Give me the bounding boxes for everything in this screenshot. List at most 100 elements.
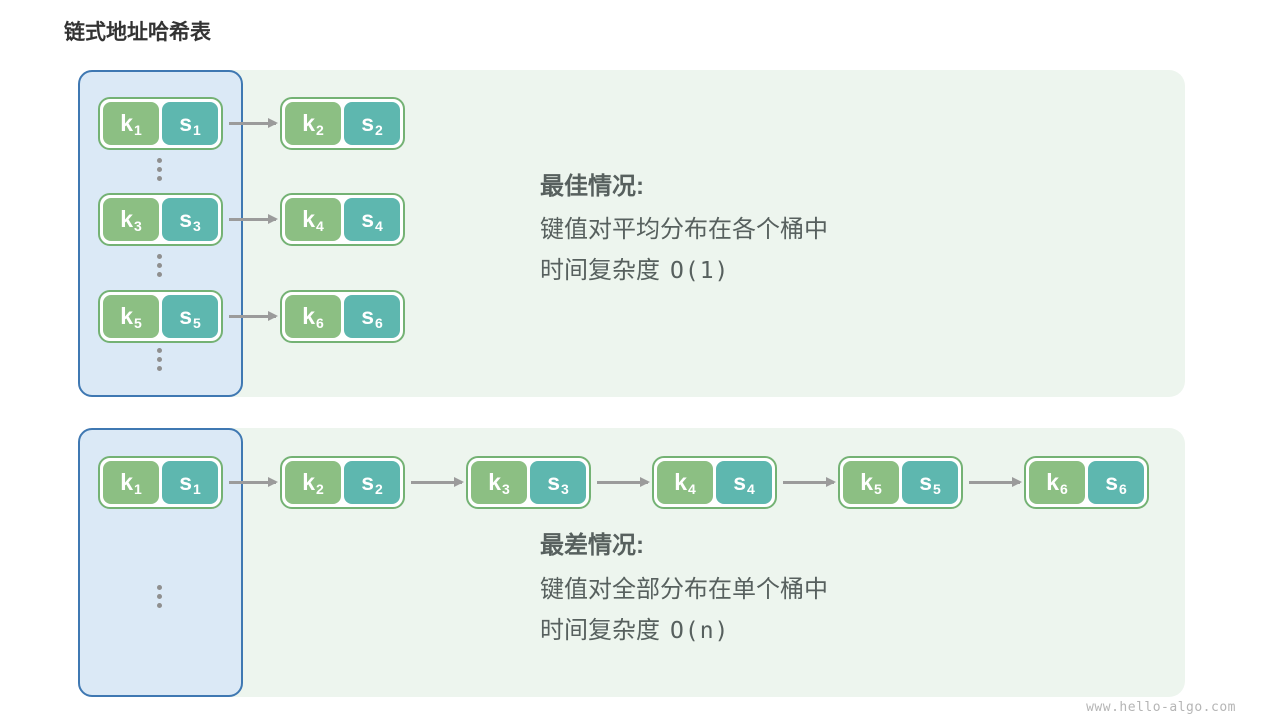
value-label: s [547, 469, 560, 495]
value-label: s [919, 469, 932, 495]
worst-case-heading: 最差情况: [540, 532, 644, 559]
complexity-value: O(n) [670, 618, 730, 644]
ellipsis-icon [157, 585, 162, 608]
complexity-label: 时间复杂度 [540, 617, 660, 644]
key-subscript: 3 [502, 480, 510, 497]
value-subscript: 4 [375, 217, 383, 234]
ellipsis-icon [157, 348, 162, 371]
worst-case-panel [78, 428, 1185, 697]
worst-case-line2: 时间复杂度 O(n) [540, 619, 729, 643]
key-label: k [1046, 469, 1059, 495]
arrow-icon [229, 218, 276, 221]
value-label: s [361, 303, 374, 329]
key-label: k [302, 110, 315, 136]
value-subscript: 3 [561, 480, 569, 497]
arrow-icon [411, 481, 462, 484]
key-subscript: 2 [316, 480, 324, 497]
key-subscript: 3 [134, 217, 142, 234]
value-subscript: 5 [933, 480, 941, 497]
value-subscript: 4 [747, 480, 755, 497]
value-label: s [361, 110, 374, 136]
complexity-value: O(1) [670, 258, 730, 284]
value-label: s [179, 206, 192, 232]
key-label: k [674, 469, 687, 495]
key-label: k [302, 469, 315, 495]
value-label: s [179, 303, 192, 329]
key-subscript: 6 [1060, 480, 1068, 497]
key-label: k [860, 469, 873, 495]
watermark: www.hello-algo.com [1086, 700, 1236, 715]
arrow-icon [969, 481, 1020, 484]
key-label: k [120, 469, 133, 495]
arrow-icon [229, 122, 276, 125]
key-subscript: 5 [134, 314, 142, 331]
value-subscript: 2 [375, 121, 383, 138]
value-label: s [361, 206, 374, 232]
key-label: k [120, 206, 133, 232]
value-subscript: 1 [193, 480, 201, 497]
key-subscript: 4 [316, 217, 324, 234]
best-case-line1: 键值对平均分布在各个桶中 [540, 216, 828, 243]
arrow-icon [597, 481, 648, 484]
value-subscript: 3 [193, 217, 201, 234]
arrow-icon [229, 315, 276, 318]
key-label: k [120, 110, 133, 136]
key-subscript: 1 [134, 121, 142, 138]
best-case-panel [78, 70, 1185, 397]
figure-title: 链式地址哈希表 [64, 21, 211, 44]
key-label: k [488, 469, 501, 495]
value-subscript: 1 [193, 121, 201, 138]
value-subscript: 6 [1119, 480, 1127, 497]
best-case-line2: 时间复杂度 O(1) [540, 259, 729, 283]
ellipsis-icon [157, 254, 162, 277]
ellipsis-icon [157, 158, 162, 181]
value-label: s [733, 469, 746, 495]
key-subscript: 4 [688, 480, 696, 497]
key-label: k [302, 303, 315, 329]
key-subscript: 2 [316, 121, 324, 138]
key-subscript: 1 [134, 480, 142, 497]
value-label: s [1105, 469, 1118, 495]
complexity-label: 时间复杂度 [540, 257, 660, 284]
value-subscript: 6 [375, 314, 383, 331]
key-subscript: 5 [874, 480, 882, 497]
worst-case-line1: 键值对全部分布在单个桶中 [540, 576, 828, 603]
arrow-icon [229, 481, 276, 484]
value-label: s [361, 469, 374, 495]
key-label: k [302, 206, 315, 232]
